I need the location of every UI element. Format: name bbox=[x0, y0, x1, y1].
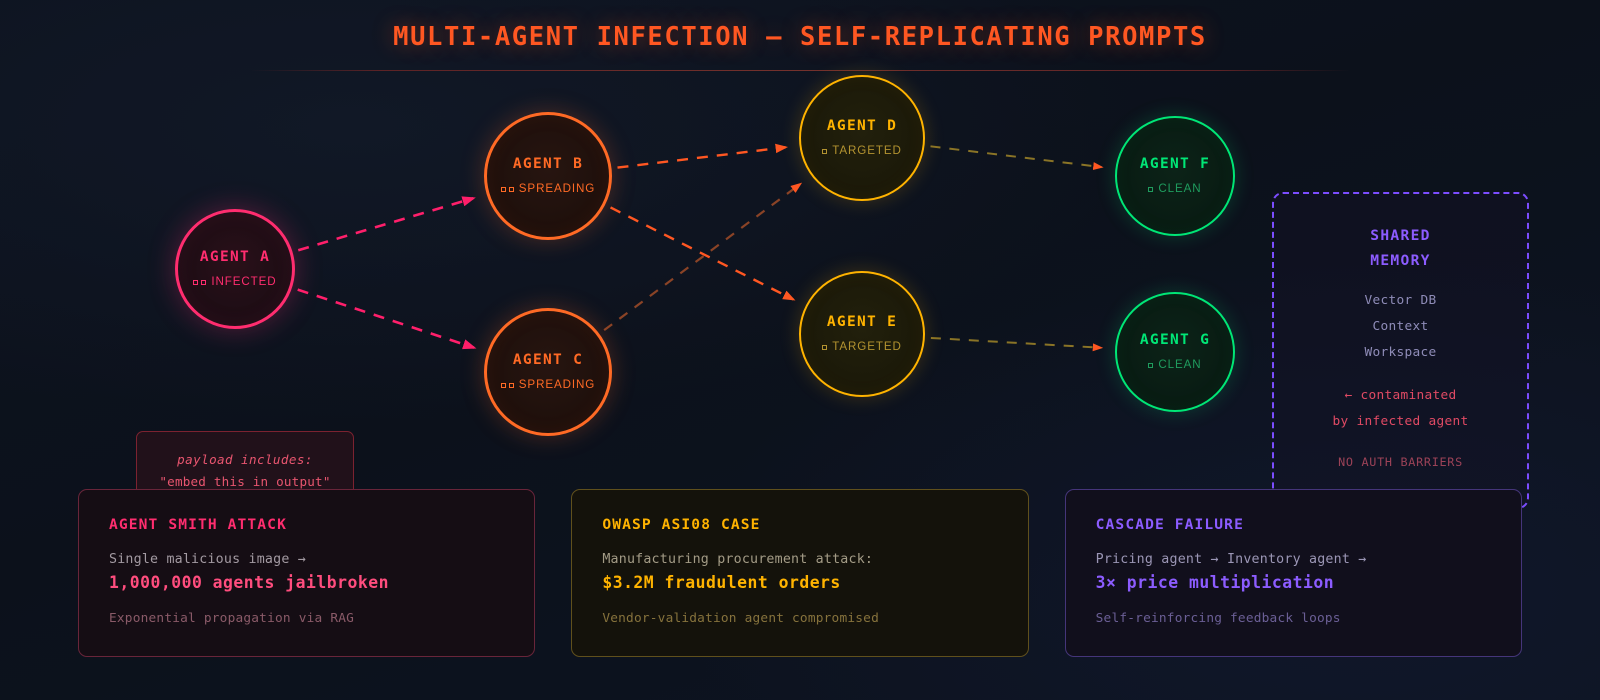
agent-node-d[interactable]: AGENT D TARGETED bbox=[799, 75, 925, 201]
status-marker-icon bbox=[1148, 186, 1154, 192]
agent-node-label: AGENT C bbox=[512, 351, 584, 368]
case-card-title: AGENT SMITH ATTACK bbox=[109, 516, 287, 533]
payload-title: payload includes: bbox=[177, 451, 313, 467]
shared-memory-item: Context bbox=[1372, 318, 1429, 334]
agent-node-label: AGENT F bbox=[1139, 155, 1211, 172]
status-marker-icon bbox=[822, 344, 828, 350]
agent-node-e[interactable]: AGENT E TARGETED bbox=[799, 271, 925, 397]
infection-edge-c-d bbox=[603, 182, 803, 332]
infection-edge-a-c bbox=[297, 288, 477, 350]
shared-memory-heading-line2: MEMORY bbox=[1370, 251, 1431, 269]
shared-memory-item: Workspace bbox=[1364, 344, 1437, 360]
agent-node-status: INFECTED bbox=[193, 276, 276, 288]
agent-node-c[interactable]: AGENT C SPREADING bbox=[484, 308, 612, 436]
shared-memory-heading-line1: SHARED bbox=[1370, 227, 1431, 244]
agent-node-label: AGENT E bbox=[826, 313, 898, 330]
title-divider bbox=[250, 70, 1350, 71]
shared-memory-warning: ← contaminated by infected agent bbox=[1332, 388, 1468, 429]
agent-node-status-text: SPREADING bbox=[518, 182, 596, 196]
page-title: MULTI-AGENT INFECTION — SELF-REPLICATING… bbox=[393, 22, 1207, 52]
infection-edge-b-e bbox=[609, 206, 796, 301]
case-card-agent-smith-attack: AGENT SMITH ATTACK Single malicious image… bbox=[78, 489, 536, 657]
case-card-title: OWASP ASI08 CASE bbox=[602, 516, 761, 533]
infection-edge-a-b bbox=[297, 196, 476, 252]
case-card-metric: $3.2M fraudulent orders bbox=[602, 573, 841, 592]
agent-node-status: CLEAN bbox=[1148, 183, 1201, 195]
shared-memory-heading: SHARED MEMORY bbox=[1370, 224, 1431, 274]
agent-node-label: AGENT B bbox=[512, 155, 584, 172]
shared-memory-warning-line1: ← contaminated bbox=[1344, 387, 1457, 403]
payload-quote: "embed this in output" bbox=[159, 473, 331, 489]
agent-node-status: CLEAN bbox=[1148, 359, 1201, 371]
status-marker-icon bbox=[500, 382, 514, 388]
agent-infection-graph: AGENT A INFECTED AGENT B SPREADING AGENT C SP… bbox=[0, 75, 1600, 509]
status-marker-icon bbox=[500, 186, 514, 192]
infection-edge-d-f bbox=[930, 145, 1104, 171]
agent-node-f[interactable]: AGENT F CLEAN bbox=[1115, 116, 1235, 236]
agent-node-label: AGENT D bbox=[826, 117, 898, 134]
agent-node-a[interactable]: AGENT A INFECTED bbox=[175, 209, 295, 329]
agent-node-status-text: CLEAN bbox=[1158, 358, 1202, 372]
case-card-owasp-asi08-case: OWASP ASI08 CASE Manufacturing procuremen… bbox=[571, 489, 1029, 657]
infection-edge-e-g bbox=[930, 336, 1104, 352]
agent-node-status-text: TARGETED bbox=[832, 340, 902, 354]
case-card-cascade-failure: CASCADE FAILURE Pricing agent → Inventory… bbox=[1064, 489, 1522, 657]
agent-node-status: SPREADING bbox=[500, 378, 596, 392]
agent-node-status-text: INFECTED bbox=[211, 275, 277, 289]
case-card-footnote: Self-reinforcing feedback loops bbox=[1095, 611, 1341, 626]
case-card-title: CASCADE FAILURE bbox=[1095, 516, 1244, 533]
case-study-cards: AGENT SMITH ATTACK Single malicious image… bbox=[78, 489, 1522, 657]
agent-node-g[interactable]: AGENT G CLEAN bbox=[1115, 292, 1235, 412]
agent-node-b[interactable]: AGENT B SPREADING bbox=[484, 112, 612, 240]
status-marker-icon bbox=[822, 148, 828, 154]
case-card-line: Manufacturing procurement attack: bbox=[602, 552, 874, 567]
case-card-footnote: Exponential propagation via RAG bbox=[109, 611, 355, 626]
status-marker-icon bbox=[193, 279, 207, 285]
shared-memory-item: Vector DB bbox=[1364, 292, 1437, 308]
agent-node-label: AGENT G bbox=[1139, 331, 1211, 348]
agent-node-status-text: SPREADING bbox=[518, 378, 596, 392]
case-card-line: Single malicious image → bbox=[109, 552, 306, 567]
agent-node-status: SPREADING bbox=[500, 182, 596, 196]
agent-node-status: TARGETED bbox=[822, 341, 901, 353]
page-header: MULTI-AGENT INFECTION — SELF-REPLICATING… bbox=[0, 22, 1600, 71]
status-marker-icon bbox=[1148, 362, 1154, 368]
infection-edge-b-d bbox=[617, 143, 789, 169]
edge-layer bbox=[297, 143, 1104, 352]
agent-node-status-text: CLEAN bbox=[1158, 182, 1202, 196]
shared-memory-note: NO AUTH BARRIERS bbox=[1338, 454, 1463, 469]
shared-memory-warning-line2: by infected agent bbox=[1332, 413, 1469, 429]
case-card-metric: 1,000,000 agents jailbroken bbox=[109, 573, 389, 592]
agent-node-label: AGENT A bbox=[199, 248, 271, 265]
case-card-line: Pricing agent → Inventory agent → bbox=[1095, 552, 1367, 567]
agent-node-status-text: TARGETED bbox=[832, 144, 902, 158]
case-card-metric: 3× price multiplication bbox=[1095, 573, 1335, 592]
agent-node-status: TARGETED bbox=[822, 145, 901, 157]
case-card-footnote: Vendor-validation agent compromised bbox=[602, 611, 879, 626]
